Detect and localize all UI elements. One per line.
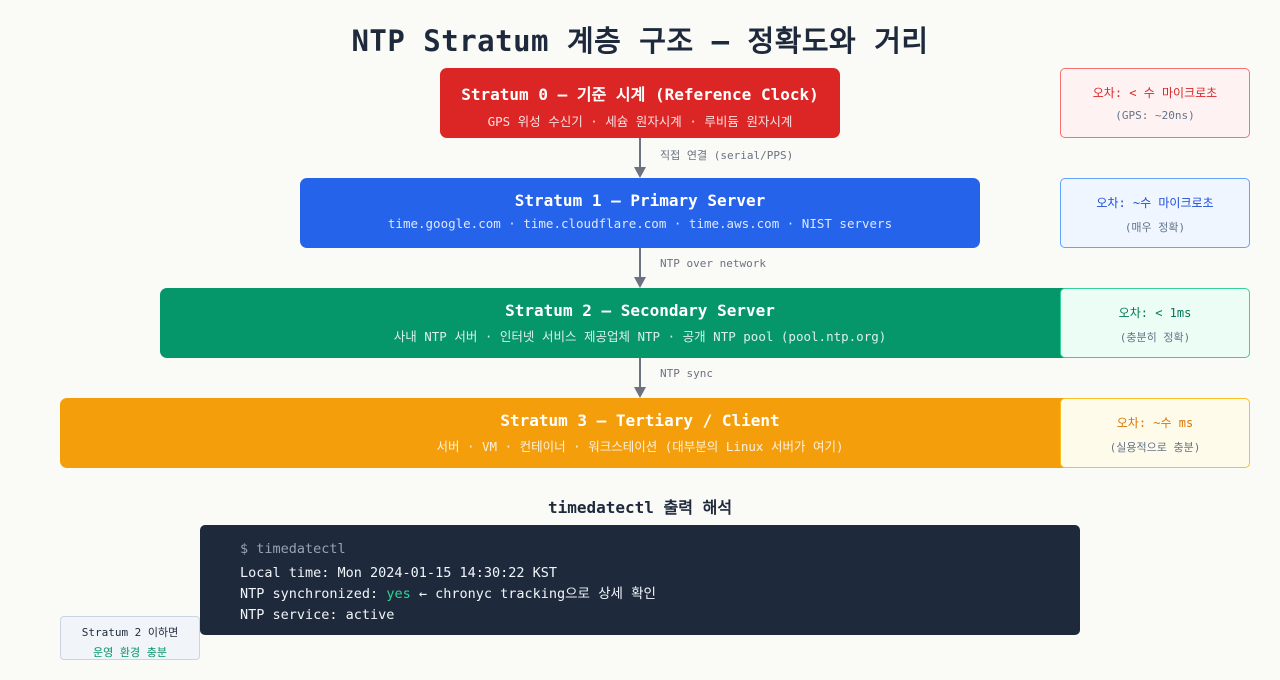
accuracy-note-3: (실용적으로 충분) <box>1109 441 1201 454</box>
accuracy-box-3: 오차: ~수 ms (실용적으로 충분) <box>1060 398 1250 468</box>
connection-label-0: 직접 연결 (serial/PPS) <box>660 149 794 162</box>
connection-label-2: NTP sync <box>660 367 713 380</box>
stratum-0-desc: GPS 위성 수신기 · 세슘 원자시계 · 루비듐 원자시계 <box>487 114 793 129</box>
stratum-1-desc: time.google.com · time.cloudflare.com · … <box>387 216 893 231</box>
connection-label-1: NTP over network <box>660 257 766 270</box>
terminal-sync-label: NTP synchronized: <box>240 586 387 602</box>
accuracy-box-0: 오차: < 수 마이크로초 (GPS: ~20ns) <box>1060 68 1250 138</box>
accuracy-value-1: 오차: ~수 마이크로초 <box>1096 196 1214 210</box>
note-box: Stratum 2 이하면 운영 환경 충분 <box>60 616 200 660</box>
terminal-sync-note: ← chronyc tracking으로 상세 확인 <box>410 586 656 602</box>
terminal-output: $ timedatectl Local time: Mon 2024-01-15… <box>200 525 1080 635</box>
stratum-2-box: Stratum 2 — Secondary Server 사내 NTP 서버 ·… <box>160 288 1120 358</box>
accuracy-value-0: 오차: < 수 마이크로초 <box>1092 86 1218 100</box>
arrow-0-to-1 <box>634 138 646 178</box>
note-line-2: 운영 환경 충분 <box>93 646 167 659</box>
accuracy-note-1: (매우 정확) <box>1124 221 1186 234</box>
stratum-2-name: Stratum 2 — Secondary Server <box>505 301 775 320</box>
accuracy-value-2: 오차: < 1ms <box>1118 306 1192 320</box>
arrow-1-to-2 <box>634 248 646 288</box>
terminal-service: NTP service: active <box>240 607 395 623</box>
terminal-local-time: Local time: Mon 2024-01-15 14:30:22 KST <box>240 565 557 581</box>
stratum-0-name: Stratum 0 — 기준 시계 (Reference Clock) <box>461 85 819 104</box>
terminal-sync-value: yes <box>386 586 411 602</box>
accuracy-box-1: 오차: ~수 마이크로초 (매우 정확) <box>1060 178 1250 248</box>
accuracy-note-2: (충분히 정확) <box>1119 331 1191 344</box>
stratum-3-desc: 서버 · VM · 컨테이너 · 워크스테이션 (대부분의 Linux 서버가 … <box>436 439 844 454</box>
diagram-title: NTP Stratum 계층 구조 — 정확도와 거리 <box>351 24 929 58</box>
terminal-sync-line: NTP synchronized: yes ← chronyc tracking… <box>240 584 1040 605</box>
stratum-1-name: Stratum 1 — Primary Server <box>514 191 766 210</box>
accuracy-note-0: (GPS: ~20ns) <box>1115 109 1195 122</box>
accuracy-box-2: 오차: < 1ms (충분히 정확) <box>1060 288 1250 358</box>
stratum-3-name: Stratum 3 — Tertiary / Client <box>500 411 780 430</box>
arrow-2-to-3 <box>634 358 646 398</box>
accuracy-value-3: 오차: ~수 ms <box>1116 416 1194 430</box>
stratum-1-box: Stratum 1 — Primary Server time.google.c… <box>300 178 980 248</box>
stratum-3-box: Stratum 3 — Tertiary / Client 서버 · VM · … <box>60 398 1220 468</box>
note-line-1: Stratum 2 이하면 <box>81 626 179 639</box>
stratum-0-box: Stratum 0 — 기준 시계 (Reference Clock) GPS … <box>440 68 840 138</box>
terminal-prompt: $ timedatectl <box>240 541 346 557</box>
stratum-2-desc: 사내 NTP 서버 · 인터넷 서비스 제공업체 NTP · 공개 NTP po… <box>393 329 887 344</box>
section-title: timedatectl 출력 해석 <box>547 498 733 517</box>
